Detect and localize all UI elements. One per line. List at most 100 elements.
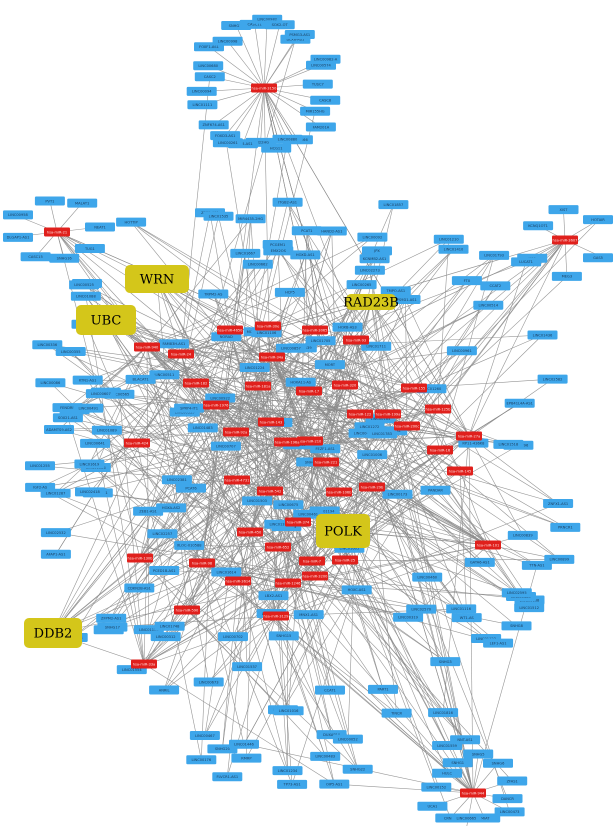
lncrna-node[interactable]: EPB41L4A-AS1: [504, 398, 535, 408]
lncrna-node[interactable]: LINC00261: [212, 138, 243, 148]
lncrna-node[interactable]: PCAT6: [176, 483, 206, 493]
lncrna-node[interactable]: PVT1: [34, 196, 65, 206]
lncrna-node[interactable]: LINC00514: [473, 300, 504, 310]
lncrna-node[interactable]: SOX21-AS1: [52, 413, 83, 423]
lncrna-node[interactable]: LINC00574: [306, 60, 336, 70]
lncrna-node[interactable]: WT1-AS: [451, 613, 482, 623]
lncrna-node[interactable]: KTN1-AS1: [72, 375, 103, 385]
mirna-node[interactable]: hsa-miR-145: [447, 466, 473, 476]
mirna-node[interactable]: hsa-miR-25: [332, 555, 358, 565]
mirna-node[interactable]: hsa-miR-3129: [263, 611, 289, 621]
lncrna-node[interactable]: LINC02582: [537, 374, 568, 384]
lncrna-node[interactable]: LINC00319: [393, 612, 424, 622]
lncrna-node[interactable]: HOXD-AS1: [290, 250, 321, 260]
lncrna-node[interactable]: VPS9D1-AS1: [390, 295, 421, 304]
lncrna-node[interactable]: HOXA-AS2: [156, 503, 187, 513]
mirna-node[interactable]: hsa-miR-21: [44, 227, 70, 237]
lncrna-node[interactable]: DLGAP1-AS1: [3, 232, 33, 242]
lncrna-node[interactable]: LINC00491: [73, 403, 104, 413]
gene-node-rad23b[interactable]: RAD23B: [343, 294, 399, 311]
lncrna-node[interactable]: HOXA11-AS: [285, 377, 316, 387]
mirna-node[interactable]: hsa-miR-221: [313, 457, 339, 467]
lncrna-node[interactable]: ADAMTS9-AS2: [44, 425, 74, 434]
lncrna-node[interactable]: LINC01535: [203, 211, 234, 221]
lncrna-node[interactable]: LINC01483: [187, 423, 218, 433]
lncrna-node[interactable]: FLVCR1-AS1: [212, 772, 243, 782]
lncrna-node[interactable]: LINC01088: [70, 291, 101, 301]
lncrna-node[interactable]: CDKN2B-AS1: [124, 583, 155, 593]
mirna-node[interactable]: hsa-miR-92a: [223, 427, 249, 437]
lncrna-node[interactable]: GATA6-AS1: [464, 557, 495, 567]
lncrna-node[interactable]: MEG3: [551, 271, 582, 281]
lncrna-node[interactable]: LINC01089: [91, 425, 122, 435]
lncrna-node[interactable]: NEAT1: [85, 222, 115, 232]
lncrna-node[interactable]: LINC00702: [218, 632, 248, 642]
lncrna-node[interactable]: LINC00173: [382, 489, 413, 499]
gene-node-ddb2[interactable]: DDB2: [24, 618, 82, 648]
lncrna-node[interactable]: SNHG17: [97, 622, 128, 632]
lncrna-node[interactable]: LINC01224: [239, 363, 270, 372]
mirna-node[interactable]: hsa-miR-1246: [275, 578, 301, 588]
lncrna-node[interactable]: HOTAIR: [583, 215, 613, 225]
lncrna-node[interactable]: CASC8: [310, 95, 341, 105]
lncrna-node[interactable]: LINC01619: [74, 459, 105, 469]
lncrna-node[interactable]: LINC00355: [55, 347, 86, 356]
lncrna-node[interactable]: LINC00607: [85, 389, 116, 399]
lncrna-node[interactable]: LINC01410: [438, 244, 469, 254]
mirna-node[interactable]: hsa-miR-17: [296, 386, 322, 396]
lncrna-node[interactable]: FEZF1-AS1: [310, 444, 341, 454]
lncrna-node[interactable]: ZFAS1: [497, 776, 528, 786]
mirna-node[interactable]: hsa-miR-3614: [225, 576, 251, 586]
lncrna-node[interactable]: CCAT2: [480, 281, 511, 291]
mirna-node[interactable]: hsa-miR-125b: [425, 404, 451, 414]
mirna-node[interactable]: hsa-miR-3607: [552, 235, 578, 245]
lncrna-node[interactable]: FOXD3-AS1: [210, 131, 241, 141]
lncrna-node[interactable]: LINC00958: [3, 210, 33, 220]
lncrna-node[interactable]: HULC: [432, 768, 463, 778]
lncrna-node[interactable]: PCAT1: [291, 226, 322, 236]
lncrna-node[interactable]: SNHG3: [430, 657, 461, 667]
lncrna-node[interactable]: LINC02381: [161, 475, 192, 485]
mirna-node[interactable]: hsa-miR-182: [183, 378, 209, 388]
lncrna-node[interactable]: ZNFX1-AS1: [543, 499, 574, 508]
mirna-node[interactable]: hsa-miR-27a: [456, 431, 482, 441]
mirna-node[interactable]: hsa-miR-320: [332, 380, 358, 390]
mirna-node[interactable]: hsa-miR-122: [347, 409, 373, 419]
mirna-node[interactable]: hsa-miR-200c: [394, 421, 420, 431]
lncrna-node[interactable]: LINC00857: [276, 343, 306, 353]
lncrna-node[interactable]: LINC00922: [205, 393, 236, 403]
mirna-node[interactable]: hsa-miR-196a: [274, 437, 300, 447]
lncrna-node[interactable]: LINC00675: [273, 500, 304, 510]
mirna-node[interactable]: hsa-miR-940: [134, 342, 160, 352]
lncrna-node[interactable]: SOX2-OT: [264, 20, 295, 30]
lncrna-node[interactable]: ZFPM2-AS1: [96, 613, 127, 623]
lncrna-node[interactable]: UCA1: [417, 801, 448, 811]
lncrna-node[interactable]: MNX1-AS1: [293, 610, 324, 620]
lncrna-node[interactable]: LINC01614: [211, 567, 242, 577]
mirna-node[interactable]: hsa-miR-33a: [131, 659, 157, 669]
lncrna-node[interactable]: SNHG1: [442, 758, 473, 768]
mirna-node[interactable]: hsa-miR-16: [427, 445, 453, 455]
lncrna-node[interactable]: SPRY4-IT1: [174, 403, 205, 413]
lncrna-node[interactable]: LINC01537: [232, 662, 263, 672]
lncrna-node[interactable]: LINC00092: [357, 232, 388, 242]
mirna-node[interactable]: hsa-miR-130b: [127, 553, 153, 563]
lncrna-node[interactable]: LINC01287: [40, 488, 71, 498]
mirna-node[interactable]: hsa-miR-424: [124, 438, 150, 448]
lncrna-node[interactable]: LINC00525: [69, 280, 100, 290]
mirna-node[interactable]: hsa-miR-101: [475, 540, 501, 550]
lncrna-node[interactable]: LINC01436: [527, 330, 558, 340]
lncrna-node[interactable]: SNHG8: [501, 621, 532, 631]
lncrna-node[interactable]: RMRP: [231, 753, 262, 763]
lncrna-node[interactable]: MIR4435-2HG: [235, 214, 266, 224]
lncrna-node[interactable]: HAND2-AS1: [316, 226, 347, 236]
lncrna-node[interactable]: LINC01748: [154, 621, 185, 631]
lncrna-node[interactable]: LINC00467: [189, 731, 220, 740]
lncrna-node[interactable]: LINC01793: [479, 250, 510, 260]
lncrna-node[interactable]: SNHG22: [342, 764, 373, 774]
lncrna-node[interactable]: XLOC-010588: [174, 540, 205, 550]
lncrna-node[interactable]: CASC2: [194, 72, 225, 82]
lncrna-node[interactable]: LINC00665: [451, 813, 482, 823]
lncrna-node[interactable]: LINC01503: [242, 496, 273, 506]
mirna-node[interactable]: hsa-miR-34a: [259, 352, 285, 362]
